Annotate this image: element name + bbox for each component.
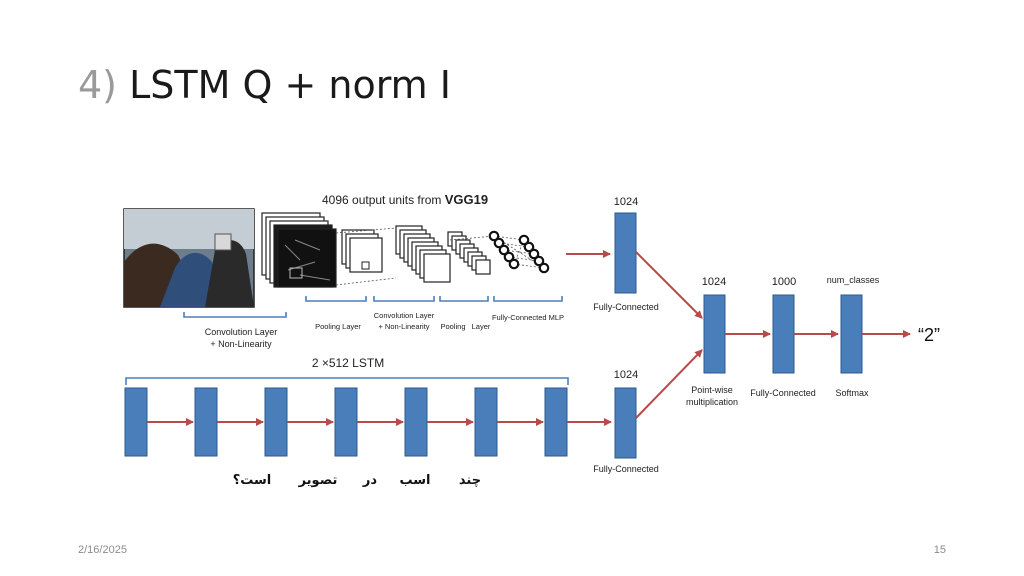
slide-page-number: 15	[933, 544, 946, 556]
lstm-bracket	[125, 377, 569, 385]
fc-top-to-pw-arrow	[635, 251, 703, 319]
fc-top-label: Fully-Connected	[593, 302, 659, 312]
fc2-block	[772, 294, 795, 374]
pw-label-2: multiplication	[686, 397, 738, 407]
pool1-feature-maps	[341, 229, 383, 273]
sm-label: Softmax	[835, 388, 869, 398]
conv2-feature-maps	[395, 225, 451, 283]
fc2-label: Fully-Connected	[750, 388, 816, 398]
vgg-header-text: 4096 output units from	[322, 193, 445, 207]
fc-top-block	[614, 212, 637, 294]
lstm-label: 2 ×512 LSTM	[312, 356, 384, 370]
vgg-header-bold: VGG19	[445, 192, 488, 207]
fc-bottom-block	[614, 387, 637, 459]
sm-size: num_classes	[827, 275, 880, 285]
lstm-cell	[124, 387, 148, 457]
mlp-label: Fully-Connected MLP	[492, 313, 564, 322]
cnn-brackets	[183, 296, 563, 318]
pw-label: Point-wise	[691, 385, 733, 395]
question-word: تصویر	[298, 473, 338, 488]
pw-block	[703, 294, 726, 374]
fc-top-size: 1024	[614, 196, 638, 208]
vgg-header: 4096 output units from VGG19	[322, 192, 488, 207]
fc2-size: 1000	[772, 276, 796, 288]
question-word: در	[362, 473, 377, 488]
pw-size: 1024	[702, 276, 726, 288]
slide-title: 4) LSTM Q + norm I	[78, 62, 451, 108]
fc-bottom-label: Fully-Connected	[593, 464, 659, 474]
slide-date: 2/16/2025	[78, 544, 127, 556]
pool2-label-2: Layer	[472, 322, 491, 331]
output-answer: “2”	[918, 325, 940, 345]
fc-bottom-to-pw-arrow	[635, 349, 703, 419]
input-photo	[123, 208, 255, 308]
lstm-cell	[544, 387, 568, 457]
question-word: اسب	[399, 473, 430, 488]
conv2-label: Convolution Layer	[374, 311, 435, 320]
slide-title-text: LSTM Q + norm I	[129, 63, 451, 107]
fc-bottom-size: 1024	[614, 369, 638, 381]
lstm-cell	[474, 387, 498, 457]
lstm-cell	[404, 387, 428, 457]
lstm-cell	[334, 387, 358, 457]
lstm-cell	[264, 387, 288, 457]
lstm-cells	[124, 387, 568, 457]
question-word: چند	[459, 473, 481, 488]
conv2-label-2: + Non-Linearity	[378, 322, 429, 331]
pool2-feature-maps	[447, 231, 491, 275]
lstm-cell	[194, 387, 218, 457]
conv1-feature-maps	[261, 212, 337, 288]
mlp-neurons	[335, 227, 550, 286]
conv1-label-2: + Non-Linearity	[210, 339, 272, 349]
pool2-label: Pooling	[440, 322, 465, 331]
slide-title-number: 4)	[78, 63, 118, 107]
question-word: است؟	[233, 473, 272, 488]
conv1-label: Convolution Layer	[205, 327, 278, 337]
pool1-label: Pooling Layer	[315, 322, 361, 331]
sm-block	[840, 294, 863, 374]
